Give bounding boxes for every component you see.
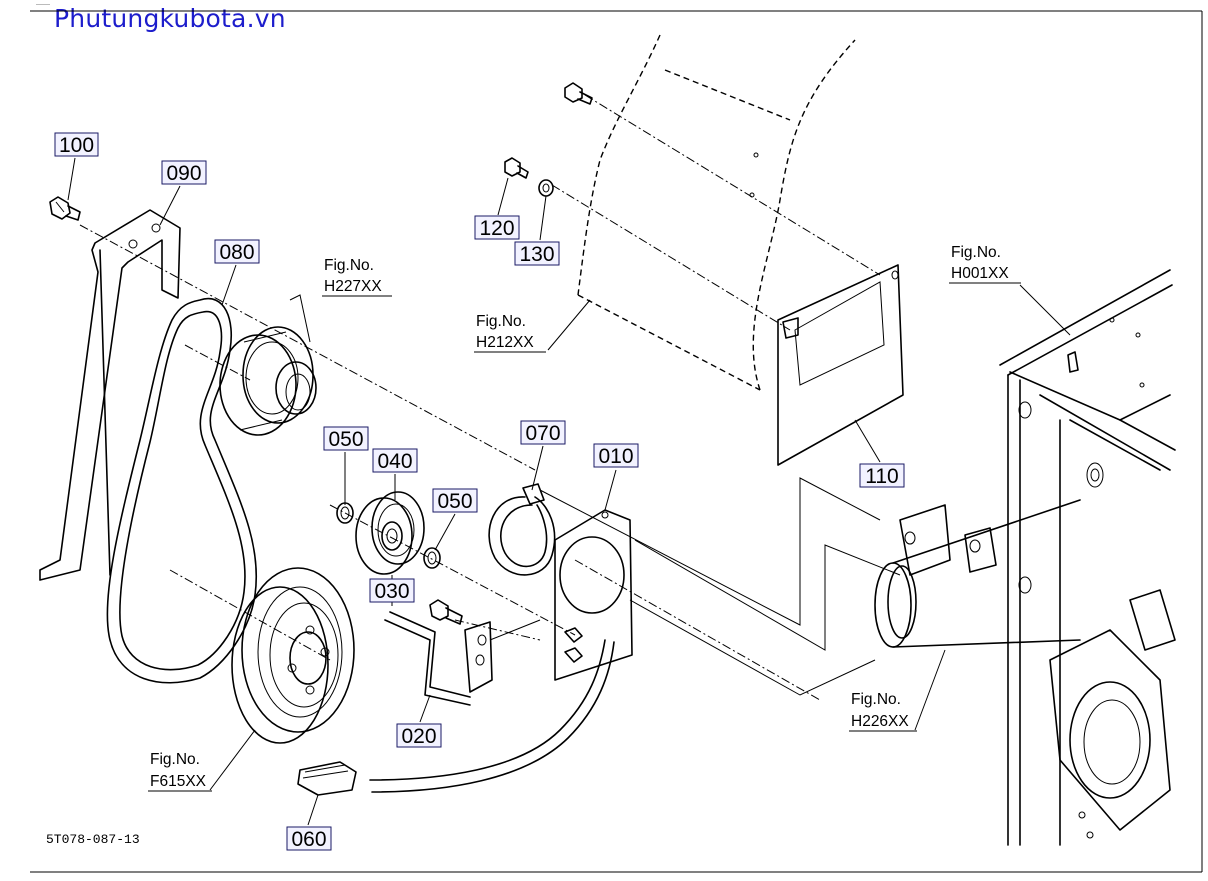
cover-panel [577, 34, 856, 391]
svg-text:030: 030 [374, 580, 409, 603]
callout-040: 040 [372, 448, 418, 473]
fig-ref-f615: Fig.No. F615XX [148, 751, 212, 792]
upper-pulley [219, 326, 317, 436]
part-030-bolt [429, 599, 463, 625]
callout-050-right: 050 [432, 488, 478, 513]
svg-text:040: 040 [377, 450, 412, 473]
callout-110: 110 [859, 463, 905, 488]
fig-ref-h227: Fig.No. H227XX [322, 257, 392, 297]
crank-pulley [231, 567, 355, 744]
svg-text:120: 120 [479, 217, 514, 240]
svg-text:010: 010 [598, 445, 633, 468]
part-090-bracket [39, 209, 181, 581]
callout-100: 100 [54, 132, 99, 157]
part-070-snap-ring [488, 483, 556, 576]
part-110-cover [777, 264, 904, 466]
svg-text:Fig.No.: Fig.No. [851, 691, 901, 708]
watermark-text: Phutungkubota.vn [54, 4, 286, 33]
part-100-bolt [49, 196, 81, 221]
part-050-washer-left [336, 502, 354, 524]
part-010-plate [554, 509, 633, 681]
svg-text:110: 110 [865, 465, 898, 488]
part-040-idler-pulley [355, 491, 425, 575]
small-nuts [564, 627, 583, 663]
callout-010: 010 [593, 443, 639, 468]
svg-text:Fig.No.: Fig.No. [951, 244, 1001, 261]
part-080-belt [106, 297, 258, 684]
svg-text:Fig.No.: Fig.No. [476, 313, 526, 330]
callout-060: 060 [286, 826, 332, 851]
callout-080: 080 [214, 239, 260, 264]
svg-text:H226XX: H226XX [851, 713, 909, 730]
svg-text:F615XX: F615XX [150, 773, 207, 790]
svg-text:H001XX: H001XX [951, 265, 1009, 282]
svg-text:130: 130 [519, 243, 554, 266]
top-bolt [564, 82, 593, 105]
svg-text:H227XX: H227XX [324, 278, 382, 295]
svg-text:050: 050 [328, 428, 363, 451]
window-corner-mark [36, 0, 50, 5]
leader-lines [67, 157, 1071, 826]
part-020-bracket [384, 611, 541, 706]
part-060-cable [297, 639, 615, 796]
callout-020: 020 [396, 723, 442, 748]
center-lines [79, 94, 881, 701]
callout-030: 030 [369, 578, 415, 603]
callout-050-left: 050 [323, 426, 369, 451]
assembly-lines [539, 477, 901, 696]
part-120-bolt [504, 157, 529, 179]
svg-text:060: 060 [291, 828, 326, 851]
svg-text:070: 070 [525, 422, 560, 445]
svg-text:100: 100 [59, 134, 94, 157]
callout-120: 120 [474, 215, 520, 240]
svg-text:Fig.No.: Fig.No. [324, 257, 374, 274]
fig-ref-h001: Fig.No. H001XX [949, 244, 1021, 284]
part-130-washer [538, 179, 554, 197]
drawing-border [30, 10, 1203, 873]
svg-text:020: 020 [401, 725, 436, 748]
drawing-code: 5T078-087-13 [46, 832, 140, 847]
fig-ref-h212: Fig.No. H212XX [474, 313, 546, 353]
svg-text:H212XX: H212XX [476, 334, 534, 351]
svg-text:Fig.No.: Fig.No. [150, 751, 200, 768]
svg-text:050: 050 [437, 490, 472, 513]
callout-090: 090 [161, 160, 207, 185]
svg-text:090: 090 [166, 162, 201, 185]
fig-ref-h226: Fig.No. H226XX [849, 691, 917, 732]
callout-130: 130 [514, 241, 560, 266]
callout-070: 070 [520, 420, 566, 445]
main-frame [999, 269, 1176, 846]
svg-text:080: 080 [219, 241, 254, 264]
part-050-washer-right [423, 547, 441, 569]
housing-tube [874, 499, 1176, 831]
